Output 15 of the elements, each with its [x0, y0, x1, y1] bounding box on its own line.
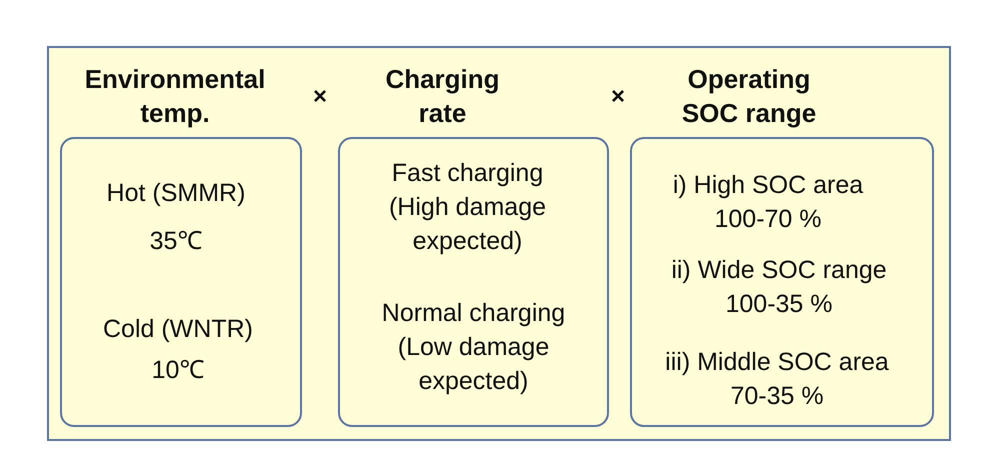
- panel-heading: Operating SOC range: [682, 64, 816, 128]
- panel-heading: Charging rate: [385, 64, 500, 128]
- option-text: ii) Wide SOC range 100-35 %: [671, 256, 887, 318]
- panel-heading: Environmental temp.: [84, 64, 266, 128]
- option-text: Normal charging (Low damage expected): [382, 299, 566, 395]
- option-text: i) High SOC area 100-70 %: [672, 171, 864, 233]
- outer-frame: [47, 46, 951, 441]
- option-text: Fast charging (High damage expected): [388, 159, 546, 255]
- option-text: 35℃: [150, 227, 202, 255]
- times-symbol: ×: [312, 83, 327, 110]
- option-text: iii) Middle SOC area 70-35 %: [665, 348, 889, 410]
- option-text: 10℃: [152, 356, 204, 384]
- times-symbol: ×: [610, 83, 625, 110]
- option-text: Cold (WNTR): [103, 315, 253, 343]
- option-text: Hot (SMMR): [106, 179, 246, 207]
